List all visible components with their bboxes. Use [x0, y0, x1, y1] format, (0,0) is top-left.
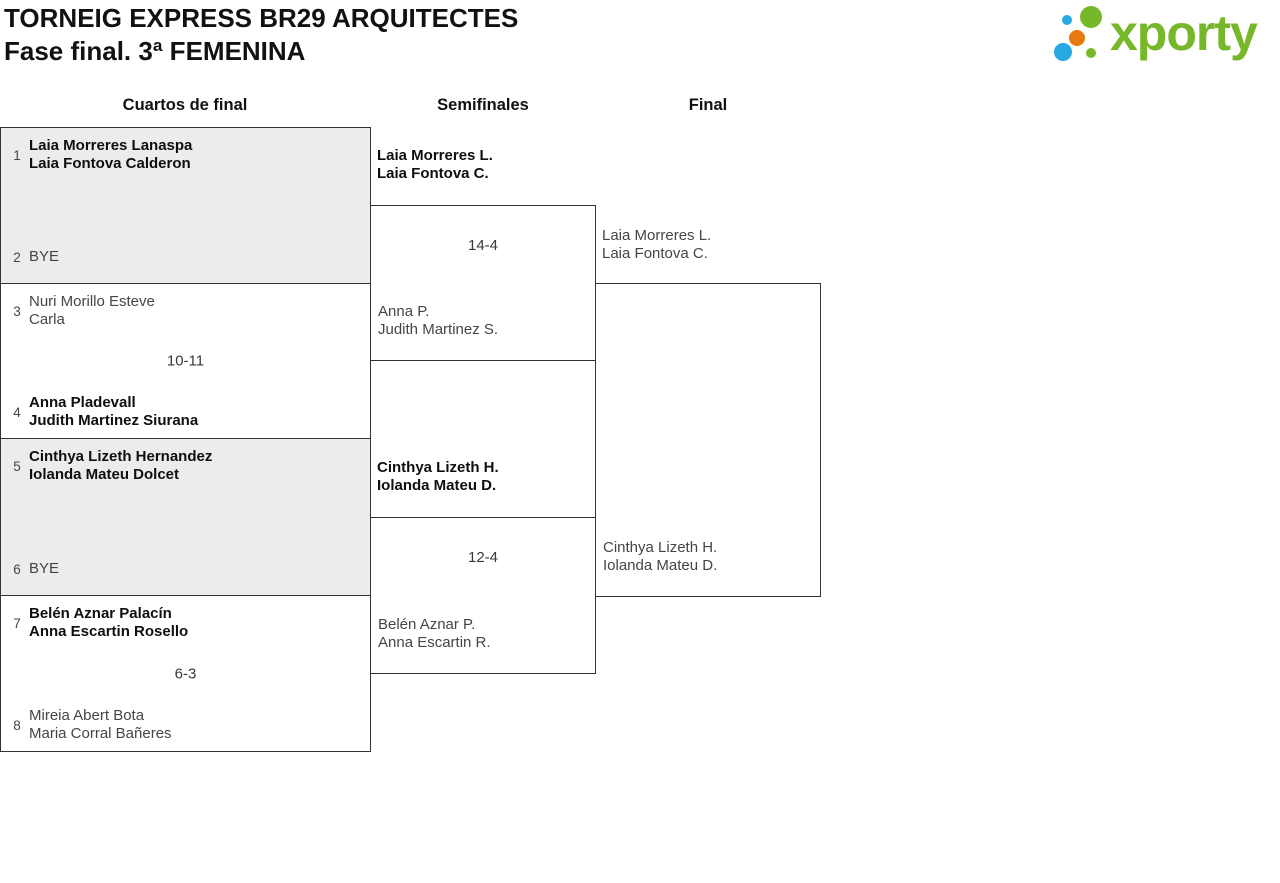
- final-match: Cinthya Lizeth H. Iolanda Mateu D.: [595, 283, 821, 597]
- match-score: 14-4: [467, 237, 499, 254]
- round-header-final: Final: [688, 96, 728, 114]
- seed-number: 6: [13, 561, 21, 577]
- match-slot: 6 BYE: [9, 560, 364, 578]
- team-name: Cinthya Lizeth Hernandez Iolanda Mateu D…: [29, 448, 213, 483]
- match-slot: 4 Anna Pladevall Judith Martinez Siurana: [9, 394, 364, 430]
- match-slot: 2 BYE: [9, 248, 364, 266]
- team-name: Laia Morreres Lanaspa Laia Fontova Calde…: [29, 137, 193, 172]
- seed-number: 8: [13, 717, 21, 733]
- team-name: Anna Pladevall Judith Martinez Siurana: [29, 394, 199, 429]
- qf-match-4: 7 Belén Aznar Palacín Anna Escartin Rose…: [0, 595, 371, 752]
- logo-dot-icon: [1054, 43, 1072, 61]
- tournament-name: TORNEIG EXPRESS BR29 ARQUITECTES: [4, 3, 519, 33]
- seed-number: 1: [13, 147, 21, 163]
- round-header-semifinals: Semifinales: [437, 96, 529, 114]
- logo-dot-icon: [1080, 6, 1102, 28]
- match-slot: 7 Belén Aznar Palacín Anna Escartin Rose…: [9, 605, 364, 641]
- team-name: Mireia Abert Bota Maria Corral Bañeres: [29, 707, 172, 742]
- sf-match-2: 12-4 Belén Aznar P. Anna Escartin R.: [370, 517, 596, 674]
- final-top-team: Laia Morreres L. Laia Fontova C.: [602, 227, 712, 262]
- seed-number: 5: [13, 458, 21, 474]
- page-title: TORNEIG EXPRESS BR29 ARQUITECTES Fase fi…: [4, 2, 518, 68]
- xporty-logo[interactable]: xporty: [1050, 0, 1280, 72]
- match-score: 12-4: [467, 549, 499, 566]
- sf-match-1: 14-4 Anna P. Judith Martinez S.: [370, 205, 596, 361]
- qf-match-2: 3 Nuri Morillo Esteve Carla 10-11 4 Anna…: [0, 283, 371, 439]
- logo-wordmark: xporty: [1110, 5, 1258, 61]
- sf2-bottom-team: Belén Aznar P. Anna Escartin R.: [378, 616, 491, 651]
- match-score: 6-3: [174, 665, 197, 682]
- match-slot: 3 Nuri Morillo Esteve Carla: [9, 293, 364, 329]
- match-slot: 1 Laia Morreres Lanaspa Laia Fontova Cal…: [9, 137, 364, 173]
- logo-dot-icon: [1086, 48, 1096, 58]
- bye-label: BYE: [29, 248, 60, 265]
- match-slot: 8 Mireia Abert Bota Maria Corral Bañeres: [9, 707, 364, 743]
- round-header-quarterfinals: Cuartos de final: [122, 96, 248, 114]
- logo-dot-icon: [1069, 30, 1085, 46]
- phase-category: Fase final. 3ª FEMENINA: [4, 36, 306, 66]
- logo-dot-icon: [1062, 15, 1072, 25]
- sf2-top-team: Cinthya Lizeth H. Iolanda Mateu D.: [377, 459, 499, 494]
- team-name: Belén Aznar Palacín Anna Escartin Rosell…: [29, 605, 189, 640]
- seed-number: 4: [13, 404, 21, 420]
- seed-number: 2: [13, 249, 21, 265]
- qf-match-3: 5 Cinthya Lizeth Hernandez Iolanda Mateu…: [0, 438, 371, 596]
- seed-number: 3: [13, 303, 21, 319]
- team-name: Nuri Morillo Esteve Carla: [29, 293, 155, 328]
- match-score: 10-11: [166, 352, 205, 370]
- final-bottom-team: Cinthya Lizeth H. Iolanda Mateu D.: [603, 539, 718, 574]
- seed-number: 7: [13, 615, 21, 631]
- match-slot: 5 Cinthya Lizeth Hernandez Iolanda Mateu…: [9, 448, 364, 484]
- bye-label: BYE: [29, 560, 60, 577]
- sf1-bottom-team: Anna P. Judith Martinez S.: [378, 303, 499, 338]
- sf1-top-team: Laia Morreres L. Laia Fontova C.: [377, 147, 493, 182]
- qf-match-1: 1 Laia Morreres Lanaspa Laia Fontova Cal…: [0, 127, 371, 284]
